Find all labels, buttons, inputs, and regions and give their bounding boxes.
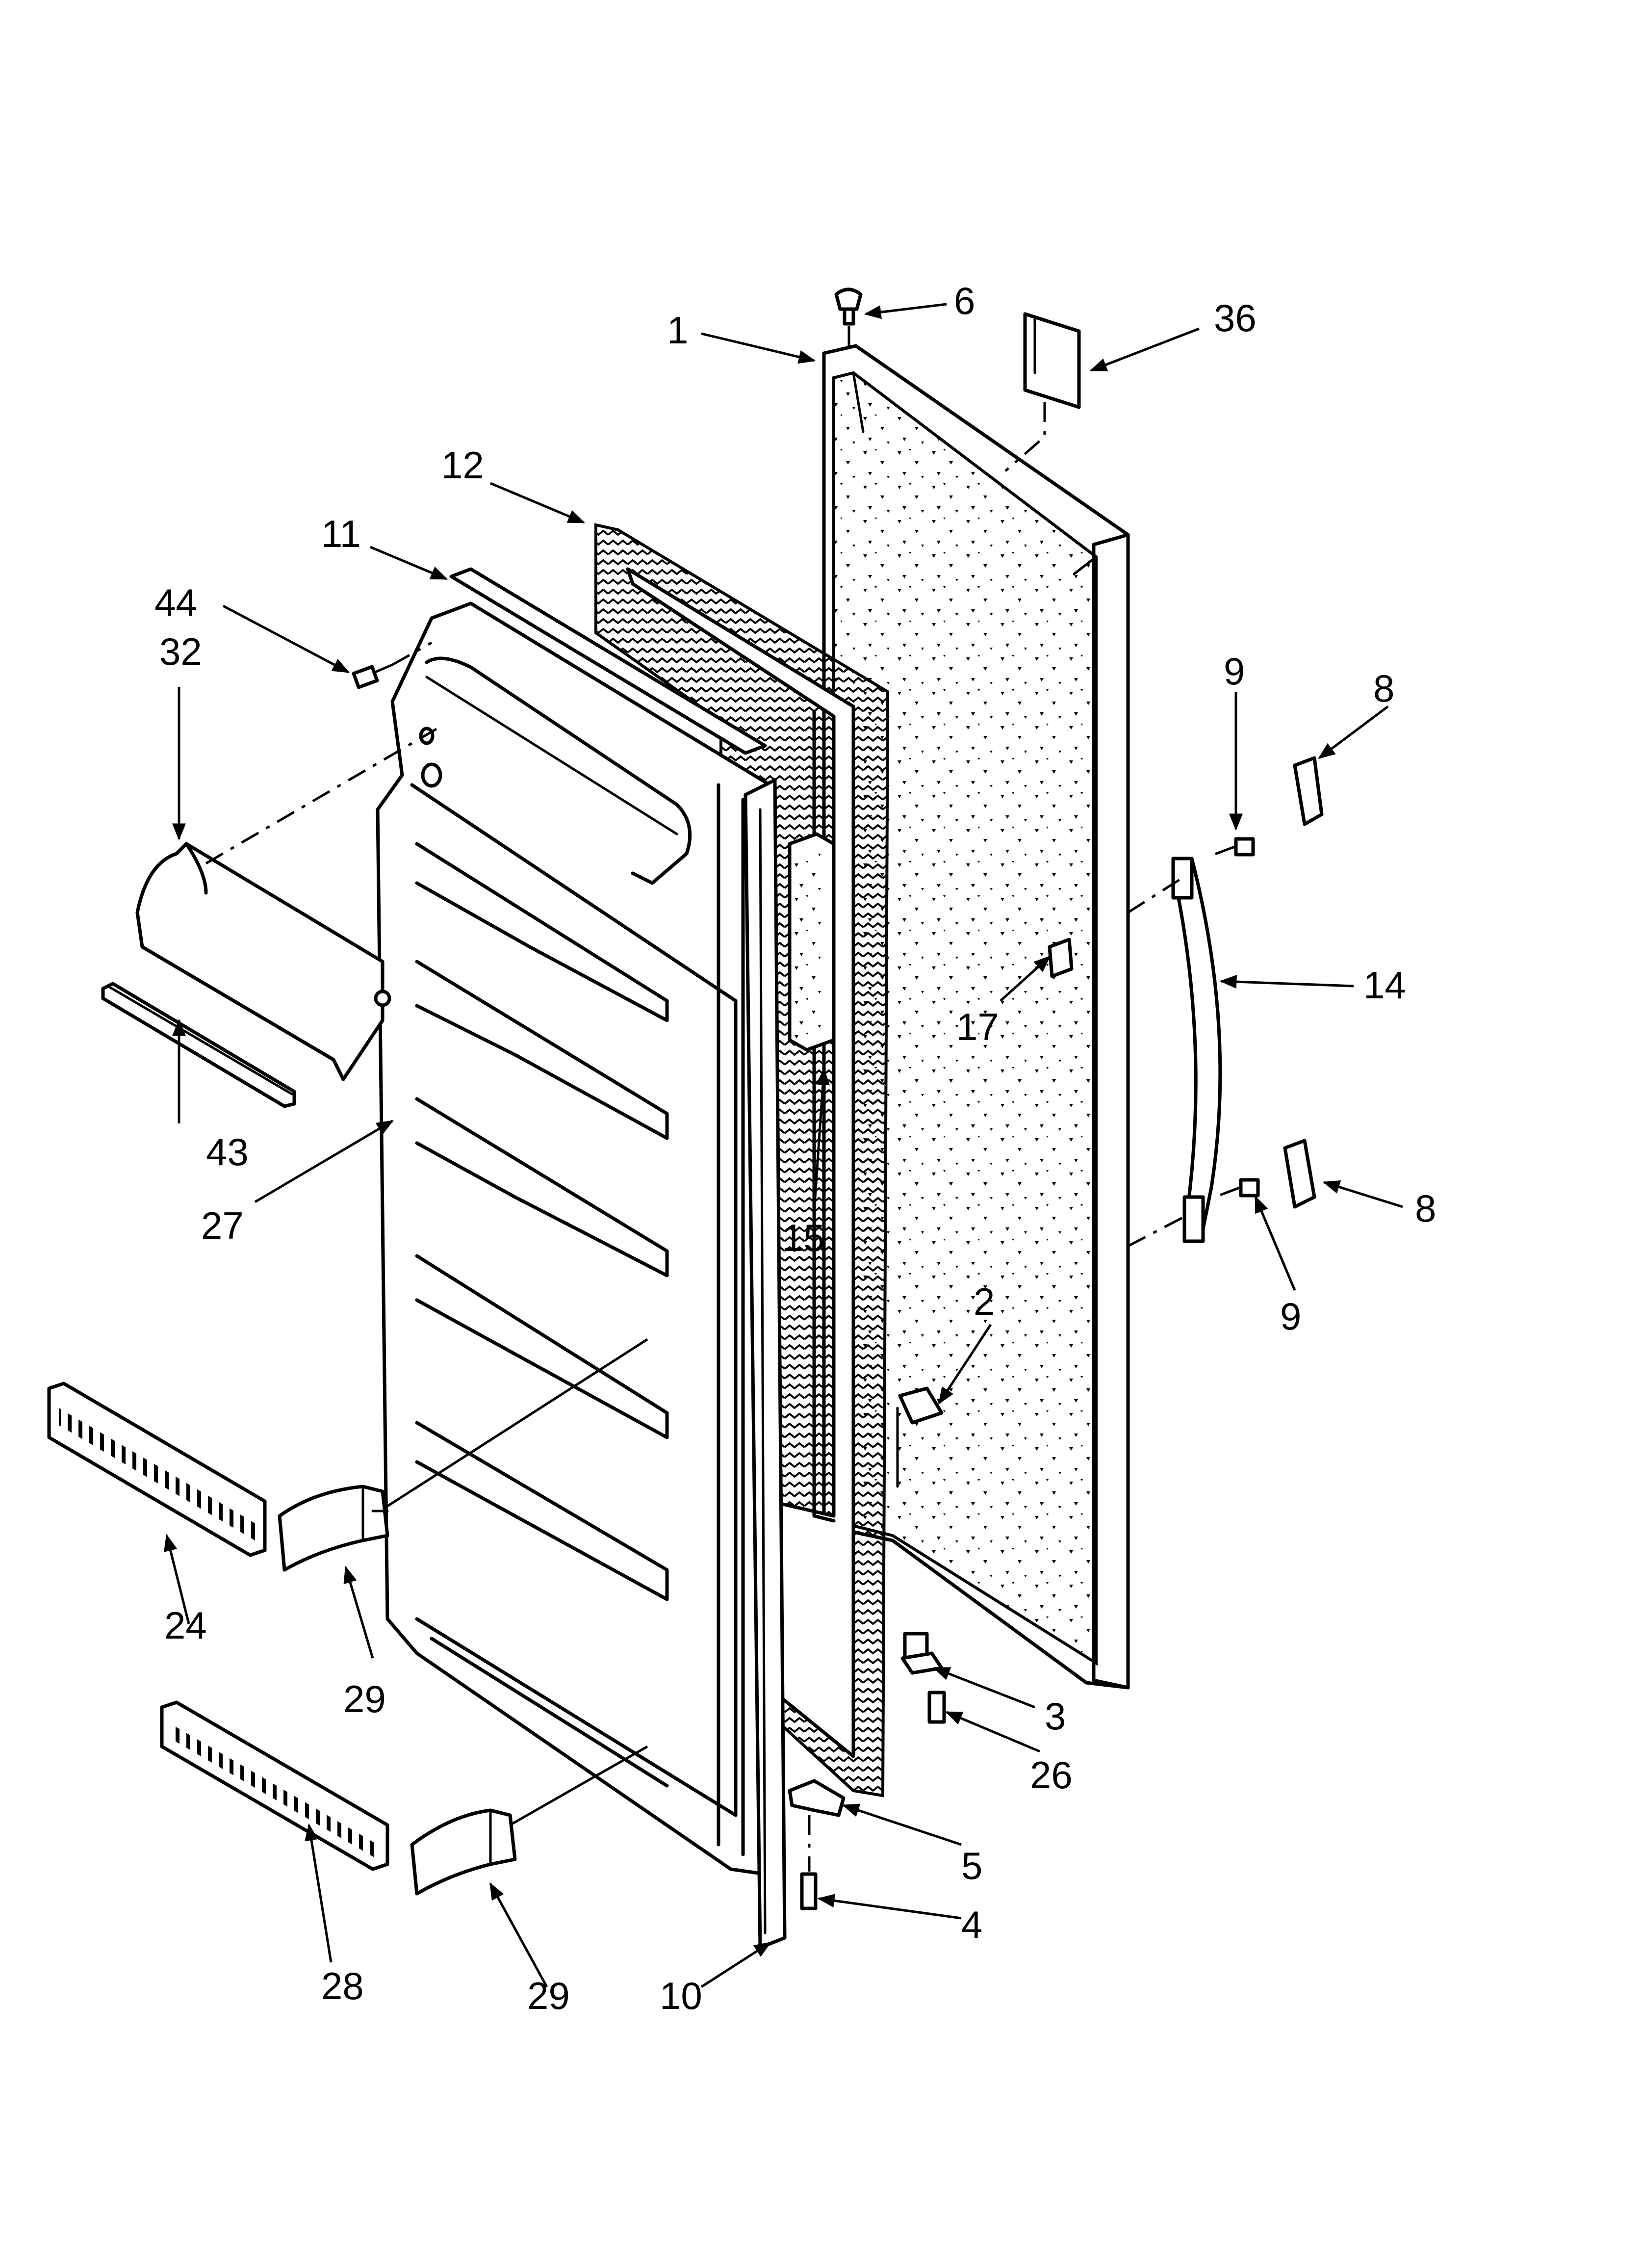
hinge-screw <box>927 1691 946 1724</box>
label-43: 43 <box>206 1130 249 1173</box>
shelf-retainer-upper <box>278 1338 648 1572</box>
label-26: 26 <box>1030 1753 1073 1797</box>
label-29-upper: 29 <box>343 1677 386 1721</box>
label-9-lower: 9 <box>1280 1295 1301 1338</box>
label-1: 1 <box>667 309 688 352</box>
label-29-lower: 29 <box>527 1974 570 2017</box>
label-17: 17 <box>956 1005 999 1048</box>
dairy-door-trim <box>101 982 296 1108</box>
label-6: 6 <box>954 279 975 322</box>
door-strike <box>896 1386 944 1488</box>
part-labels: 6 36 1 12 11 44 32 9 8 14 17 43 27 15 8 … <box>154 279 1436 2017</box>
label-28: 28 <box>321 1964 364 2007</box>
shelf-upper <box>47 1382 267 1557</box>
door-label-sticker <box>1004 312 1081 472</box>
label-14: 14 <box>1363 964 1406 1007</box>
outer-door-panel <box>822 344 1130 1690</box>
label-11: 11 <box>321 512 361 555</box>
label-10: 10 <box>660 1974 702 2017</box>
label-9-upper: 9 <box>1224 650 1245 693</box>
label-32: 32 <box>159 630 202 673</box>
label-8-upper: 8 <box>1373 667 1394 710</box>
label-12: 12 <box>441 443 484 487</box>
handle-screw-upper <box>1215 837 1255 857</box>
label-36: 36 <box>1214 296 1257 339</box>
door-liner <box>376 601 772 1876</box>
hinge-bracket <box>788 1779 846 1817</box>
bracket-screw <box>800 1815 818 1910</box>
shelf-retainer-lower <box>410 1745 648 1896</box>
top-bracket <box>449 567 767 755</box>
handle-clip <box>1048 938 1074 978</box>
handle-screw-lower <box>1220 1178 1260 1198</box>
handle-cap-upper <box>1293 756 1324 826</box>
leader-lines <box>164 303 1403 1988</box>
label-27: 27 <box>201 1204 244 1247</box>
label-2: 2 <box>974 1280 995 1323</box>
label-8-lower: 8 <box>1415 1187 1436 1230</box>
label-5: 5 <box>961 1844 982 1887</box>
breaker-strip <box>788 832 836 1052</box>
bottom-hinge <box>900 1632 944 1675</box>
label-4: 4 <box>961 1903 982 1946</box>
dairy-door <box>135 725 442 1081</box>
label-3: 3 <box>1045 1694 1066 1738</box>
label-44: 44 <box>154 581 197 624</box>
door-handle <box>1127 857 1222 1248</box>
handle-cap-lower <box>1283 1139 1316 1209</box>
door-plug <box>834 287 863 348</box>
label-24: 24 <box>164 1604 207 1647</box>
dairy-screw <box>352 641 433 689</box>
hinge-strip <box>744 778 787 1950</box>
label-15: 15 <box>782 1216 825 1259</box>
shelf-lower <box>160 1700 389 1871</box>
